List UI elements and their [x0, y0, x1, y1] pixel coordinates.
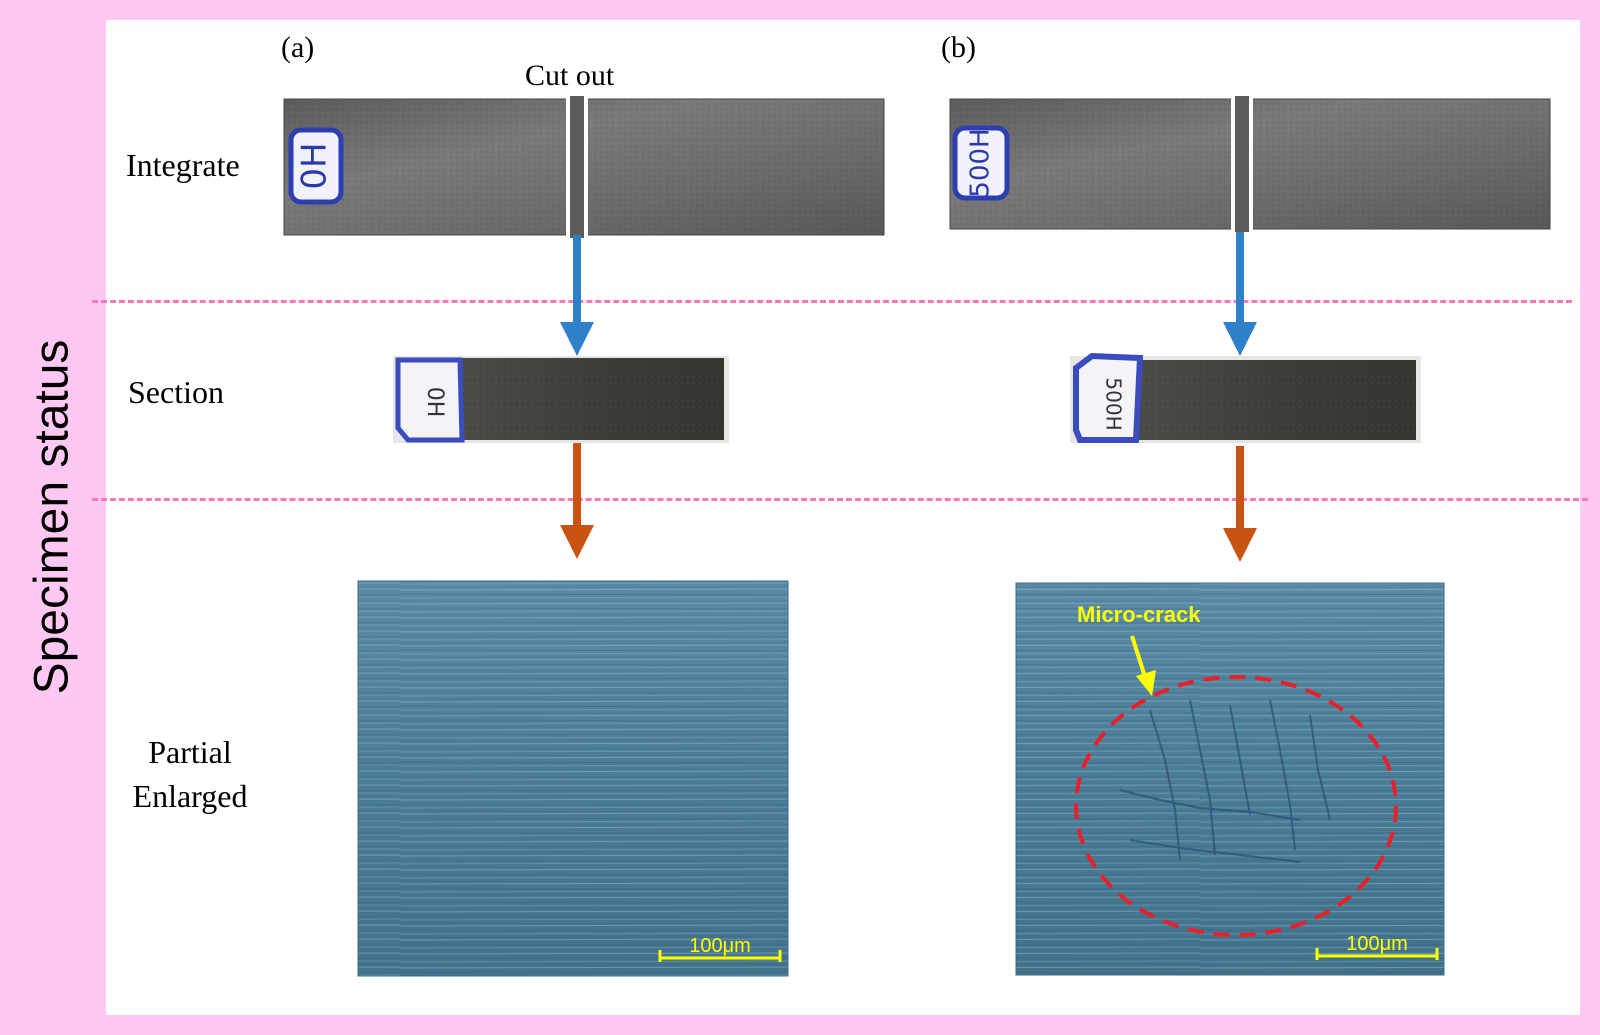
scale-bar-a-text: 100μm	[689, 935, 751, 957]
specimen-tag-a: 0H	[288, 127, 344, 205]
micro-crack-circle	[1074, 675, 1398, 937]
divider-bottom	[92, 498, 1588, 501]
section-tag-a-text: 0H	[422, 387, 447, 418]
divider-top	[92, 300, 1572, 303]
micro-crack-label: Micro-crack	[1077, 602, 1201, 627]
scale-bar-b: 100μm	[1315, 933, 1439, 960]
column-label-a: (a)	[281, 31, 315, 64]
arrow-a-integrate-to-section	[560, 235, 594, 356]
section-tag-b-text: 500H	[1102, 377, 1126, 430]
cut-out-label: Cut out	[525, 59, 615, 92]
arrow-b-integrate-to-section	[1223, 232, 1257, 356]
scale-bar-b-text: 100μm	[1346, 933, 1408, 955]
micrograph-b: Micro-crack 100μm	[1015, 582, 1445, 976]
specimen-b-section: 500H	[1070, 352, 1421, 443]
row-label-enlarged: Enlarged	[132, 778, 248, 814]
row-label-section: Section	[128, 374, 224, 410]
specimen-b-integrate: 500H	[949, 96, 1551, 232]
micro-crack-pointer	[1130, 635, 1156, 696]
specimen-tag-b: 500H	[952, 125, 1010, 201]
arrow-b-section-to-enlarged	[1223, 446, 1257, 562]
micrograph-a: 100μm	[357, 580, 789, 977]
column-label-b: (b)	[941, 31, 976, 64]
scale-bar-a: 100μm	[658, 935, 782, 962]
row-label-integrate: Integrate	[126, 147, 240, 183]
arrow-a-section-to-enlarged	[560, 443, 594, 559]
micro-crack-marks	[1119, 699, 1331, 863]
row-label-partial: Partial	[148, 734, 232, 770]
specimen-tag-b-text: 500H	[966, 128, 996, 197]
specimen-a-section: 0H	[393, 356, 729, 443]
specimen-a-integrate: 0H	[283, 96, 885, 238]
specimen-tag-a-text: 0H	[295, 142, 335, 189]
